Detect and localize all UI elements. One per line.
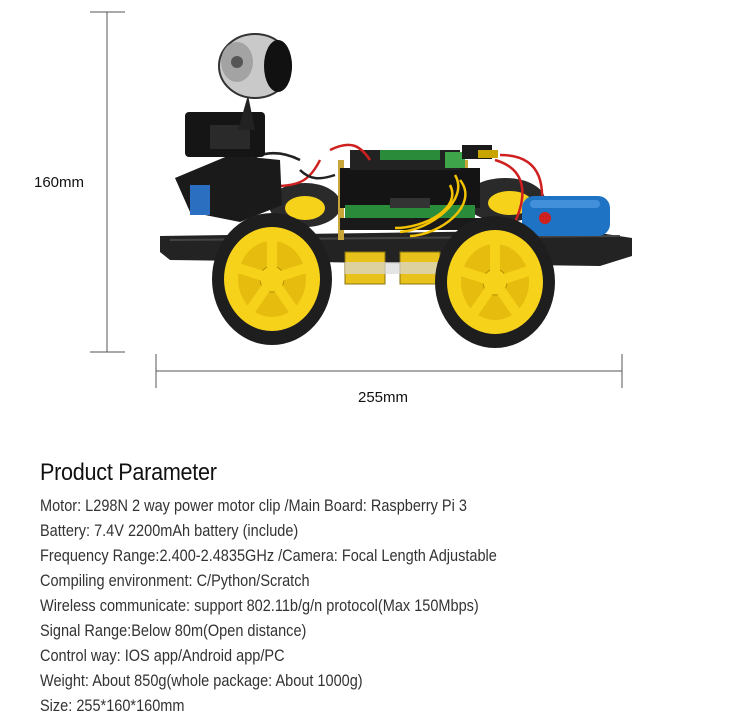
wires <box>239 143 544 238</box>
main-board <box>338 145 498 240</box>
product-figure: 160mm 255mm <box>34 11 632 406</box>
parameter-control: Control way: IOS app/Android app/PC <box>40 647 285 665</box>
parameter-weight: Weight: About 850g(whole package: About … <box>40 672 363 690</box>
section-title: Product Parameter <box>40 459 217 486</box>
camera-mount <box>175 33 292 222</box>
parameter-signal: Signal Range:Below 80m(Open distance) <box>40 622 307 640</box>
width-dimension-line <box>155 354 623 388</box>
parameter-list: Motor: L298N 2 way power motor clip /Mai… <box>40 494 740 719</box>
front-right-wheel <box>435 216 555 348</box>
parameter-wireless: Wireless communicate: support 802.11b/g/… <box>40 597 479 615</box>
parameter-compiling: Compiling environment: C/Python/Scratch <box>40 572 310 590</box>
parameter-battery: Battery: 7.4V 2200mAh battery (include) <box>40 522 299 540</box>
parameter-size: Size: 255*160*160mm <box>40 697 185 715</box>
robot-car-illustration <box>90 11 632 388</box>
height-dimension-label: 160mm <box>34 174 85 191</box>
width-dimension-label: 255mm <box>358 389 409 406</box>
battery-pack <box>522 196 610 236</box>
parameter-motor: Motor: L298N 2 way power motor clip /Mai… <box>40 497 467 515</box>
front-left-wheel <box>212 213 332 345</box>
height-dimension-line <box>90 11 125 353</box>
parameter-frequency: Frequency Range:2.400-2.4835GHz /Camera:… <box>40 547 497 565</box>
